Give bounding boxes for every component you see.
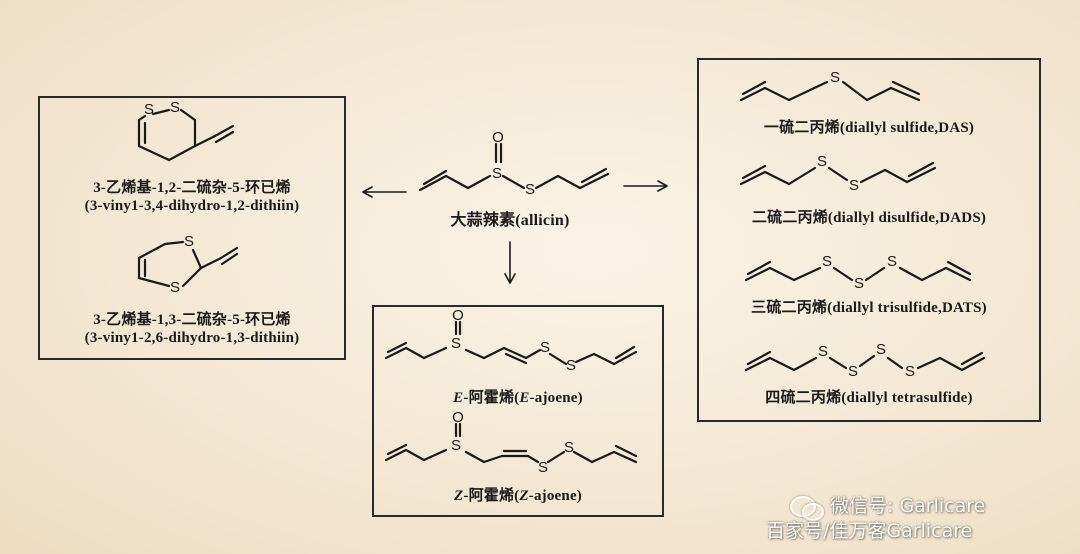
z-ajoene-label: Z-阿霍烯(Z-ajoene) [372,484,664,505]
atom-s: S [170,279,180,296]
arrow-down [504,241,516,284]
atom-s: S [184,233,194,250]
atom-s: S [144,101,154,118]
z-ajoene-cn: -阿霍烯( [463,488,520,504]
wechat-watermark: 微信号: Garlicare [790,491,986,521]
baijiahao-watermark: 百家号/佳万客Garlicare [766,520,973,542]
atom-s: S [525,181,535,198]
z-ajoene-prefix: Z [454,488,464,504]
atom-s: S [830,69,840,86]
structure-allicin: O S S [418,129,610,198]
z-ajoene-prefix2: Z [519,488,529,504]
e-ajoene-label: E-阿霍烯(E-ajoene) [372,386,664,407]
atom-s: S [818,343,828,360]
atom-s: S [451,335,461,352]
atom-s: S [817,153,827,170]
structure-das: S [739,69,921,102]
dithiin-13-en-label: (3-viny1-2,6-dihydro-1,3-dithiin) [84,330,300,346]
atom-s: S [887,253,897,270]
tetrasulfide-label: 四硫二丙烯(diallyl tetrasulfide) [765,390,973,406]
atom-o: O [452,409,464,426]
structure-1-3-dithiin: S S [137,233,239,296]
atom-s: S [538,459,548,476]
dads-label: 二硫二丙烯(diallyl disulfide,DADS) [751,210,987,226]
dithiin-13-cn-label: 3-乙烯基-1,3-二硫杂-5-环已烯 [93,312,291,328]
structure-dads: S S [739,153,937,194]
dithiin-12-en-label: (3-viny1-3,4-dihydro-1,2-dithiin) [84,198,300,214]
arrow-right [623,180,668,192]
atom-o: O [492,129,504,146]
atom-s: S [905,363,915,380]
atom-s: S [540,339,550,356]
arrow-left [362,186,407,198]
allicin-label: 大蒜辣素(allicin) [450,212,570,229]
z-ajoene-en: -ajoene) [528,488,582,504]
atom-s: S [848,363,858,380]
wechat-id-text: 微信号: Garlicare [830,495,986,517]
atom-s: S [451,437,461,454]
structure-1-2-dithiin: S S [137,99,235,162]
atom-s: S [822,253,832,270]
polysulfides-box [697,58,1041,422]
atom-s: S [854,275,864,292]
e-ajoene-cn: -阿霍烯( [463,390,520,406]
e-ajoene-prefix: E [453,390,464,406]
cyclic-dithiins-box [38,96,346,360]
atom-s: S [876,341,886,358]
structure-e-ajoene: O S S S [384,307,638,374]
atom-s: S [492,165,502,182]
ajoene-box [372,305,664,517]
atom-o: O [452,307,464,324]
structure-tetrasulfide: S S S S [744,341,986,380]
e-ajoene-en: -ajoene) [529,390,583,406]
e-ajoene-prefix2: E [519,390,530,406]
atom-s: S [849,177,859,194]
structure-dats: S S S [744,253,972,292]
structure-z-ajoene: O S S S [384,409,638,476]
wechat-icon [790,494,824,521]
dithiin-12-cn-label: 3-乙烯基-1,2-二硫杂-5-环已烯 [93,180,291,196]
das-label: 一硫二丙烯(diallyl sulfide,DAS) [763,120,975,136]
atom-s: S [564,439,574,456]
dats-label: 三硫二丙烯(diallyl trisulfide,DATS) [751,300,987,316]
atom-s: S [170,99,180,116]
atom-s: S [566,357,576,374]
